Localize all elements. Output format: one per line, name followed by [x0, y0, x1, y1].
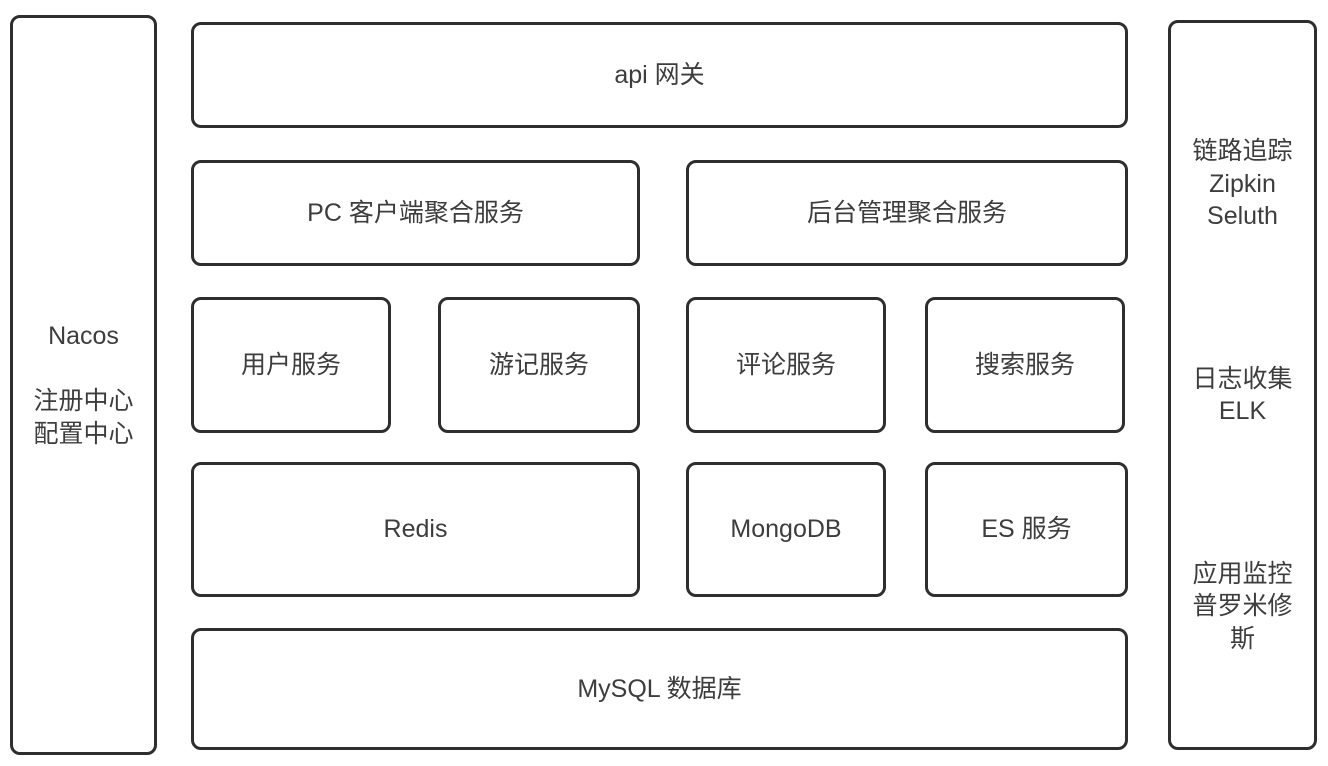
app-monitor-label: 应用监控: [1192, 559, 1293, 588]
user-service-label: 用户服务: [240, 350, 341, 379]
mysql-database-box: MySQL 数据库: [191, 628, 1128, 750]
search-service-box: 搜索服务: [925, 297, 1125, 433]
tracing-block: 链路追踪 Zipkin Seluth: [1185, 135, 1301, 233]
mongodb-label: MongoDB: [730, 515, 842, 544]
log-collect-label: 日志收集: [1192, 364, 1293, 393]
elk-label: ELK: [1218, 397, 1267, 425]
search-service-label: 搜索服务: [974, 350, 1075, 379]
tracing-label: 链路追踪: [1192, 137, 1293, 165]
mysql-database-label: MySQL 数据库: [577, 674, 742, 703]
registry-center-label: 注册中心: [33, 387, 134, 416]
observability-panel: 链路追踪 Zipkin Seluth 日志收集 ELK 应用监控 普罗米修斯: [1168, 20, 1317, 750]
user-service-box: 用户服务: [191, 297, 391, 433]
admin-aggregation-label: 后台管理聚合服务: [806, 198, 1007, 227]
redis-label: Redis: [383, 515, 448, 544]
comment-service-label: 评论服务: [735, 350, 836, 379]
admin-aggregation-box: 后台管理聚合服务: [686, 160, 1128, 266]
pc-aggregation-box: PC 客户端聚合服务: [191, 160, 640, 266]
nacos-panel: Nacos 注册中心 配置中心: [10, 15, 157, 755]
es-service-label: ES 服务: [981, 515, 1072, 544]
config-center-label: 配置中心: [33, 419, 134, 448]
nacos-roles: 注册中心 配置中心: [33, 385, 133, 450]
pc-aggregation-label: PC 客户端聚合服务: [307, 198, 524, 227]
api-gateway-box: api 网关: [191, 22, 1128, 128]
nacos-title: Nacos: [48, 321, 119, 350]
prometheus-label: 普罗米修斯: [1192, 592, 1293, 653]
redis-box: Redis: [191, 462, 640, 597]
monitoring-block: 应用监控 普罗米修斯: [1185, 558, 1301, 656]
logging-block: 日志收集 ELK: [1185, 363, 1301, 428]
travel-notes-service-label: 游记服务: [488, 350, 589, 379]
zipkin-label: Zipkin: [1209, 169, 1276, 198]
api-gateway-label: api 网关: [614, 60, 705, 89]
mongodb-box: MongoDB: [686, 462, 886, 597]
comment-service-box: 评论服务: [686, 297, 886, 433]
es-service-box: ES 服务: [925, 462, 1128, 597]
travel-notes-service-box: 游记服务: [438, 297, 640, 433]
seluth-label: Seluth: [1207, 202, 1278, 230]
